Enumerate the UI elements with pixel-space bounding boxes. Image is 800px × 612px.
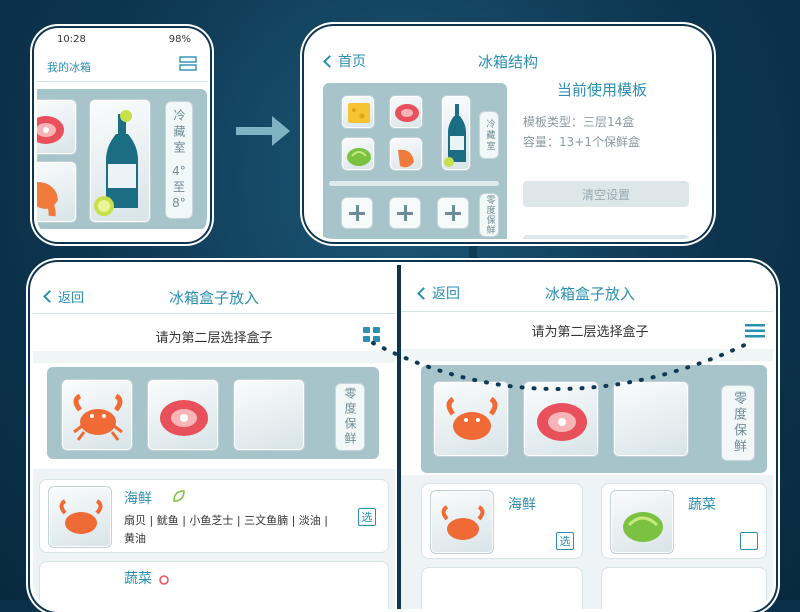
page-title: 冰箱结构 (477, 53, 538, 71)
lettuce-box[interactable] (341, 137, 375, 171)
meat-box[interactable] (523, 381, 599, 457)
select-button[interactable]: 选 (556, 532, 574, 550)
page-title: 冰箱盒子放入 (168, 289, 259, 307)
list-view-icon[interactable] (745, 323, 765, 339)
empty-box[interactable] (233, 379, 305, 451)
empty-box[interactable] (613, 381, 689, 457)
fridge-home-panel: 10:28 98% 我的冰箱 冷藏室 4° 至 8° (34, 28, 210, 242)
status-battery: 98% (168, 34, 191, 45)
item-name: 蔬菜 (688, 497, 716, 513)
layer-prompt: 请为第二层选择盒子 (531, 325, 649, 340)
shrimp-box[interactable] (389, 137, 423, 171)
select-checkbox[interactable] (740, 532, 758, 550)
item-name: 蔬菜 (124, 571, 152, 587)
soju-box[interactable] (89, 99, 151, 223)
alarm-icon (158, 570, 170, 589)
add-box-button[interactable] (341, 197, 373, 229)
leaf-icon (172, 488, 186, 507)
add-box-button[interactable] (437, 197, 469, 229)
back-button[interactable]: 首页 (323, 51, 366, 71)
meat-box[interactable] (389, 95, 423, 129)
right-arrow-icon (236, 116, 290, 150)
list-item-vegetable[interactable]: 蔬菜 (601, 483, 767, 559)
crab-box (430, 490, 494, 554)
meat-box[interactable] (37, 99, 77, 155)
shelf-divider (329, 181, 499, 186)
item-desc: 扇贝 | 鱿鱼 | 小鱼芝士 | 三文鱼腩 | 淡油 | 黄油 (124, 514, 328, 545)
crab-box (48, 486, 112, 548)
crab-box[interactable] (433, 381, 509, 457)
lettuce-box (610, 490, 674, 554)
back-button[interactable]: 返回 (43, 287, 84, 306)
back-button[interactable]: 返回 (417, 283, 460, 303)
fresh-zone-label: 零度保鲜 (479, 193, 499, 237)
layer-prompt: 请为第二层选择盒子 (155, 331, 273, 346)
page-title: 我的冰箱 (47, 61, 91, 74)
fridge-label: 冷藏室 (479, 111, 499, 159)
grid-view-icon[interactable] (363, 327, 381, 343)
box-selection-panel: 返回 冰箱盒子放入 请为第二层选择盒子 零度保鲜 海鲜 扇贝 | 鱿鱼 | 小鱼… (30, 262, 776, 612)
status-bar: 10:28 98% (37, 31, 207, 49)
template-type: 模板类型：三层14盒 (523, 115, 635, 129)
fridge-structure-panel: 首页 冰箱结构 冷藏室 零度保鲜 当前使用模板 模板类型：三层14盒 容量：13… (304, 26, 712, 242)
status-time: 10:28 (57, 34, 86, 45)
clear-settings-button[interactable]: 清空设置 (523, 181, 689, 207)
fresh-zone-label: 零度保鲜 (335, 383, 365, 451)
shrimp-box[interactable] (37, 161, 77, 223)
screen-divider (397, 265, 401, 609)
add-box-button[interactable] (389, 197, 421, 229)
meat-box[interactable] (147, 379, 219, 451)
item-name: 海鲜 (508, 497, 536, 513)
list-item-seafood[interactable]: 海鲜 选 (421, 483, 583, 559)
fridge-label: 冷藏室 4° 至 8° (165, 101, 193, 219)
select-button[interactable]: 选 (358, 508, 376, 526)
current-template-title: 当前使用模板 (557, 81, 648, 99)
menu-grid-icon[interactable] (179, 56, 197, 72)
template-capacity: 容量：13+1个保鲜盒 (523, 135, 640, 149)
cheese-box[interactable] (341, 95, 375, 129)
list-item-seafood[interactable]: 海鲜 扇贝 | 鱿鱼 | 小鱼芝士 | 三文鱼腩 | 淡油 | 黄油 选 (39, 479, 389, 553)
fresh-zone-label: 零度保鲜 (721, 385, 755, 461)
soju-box[interactable] (441, 95, 471, 171)
page-title: 冰箱盒子放入 (544, 285, 635, 303)
crab-box[interactable] (61, 379, 133, 451)
item-name: 海鲜 (124, 491, 152, 507)
dotted-connector (371, 341, 751, 391)
